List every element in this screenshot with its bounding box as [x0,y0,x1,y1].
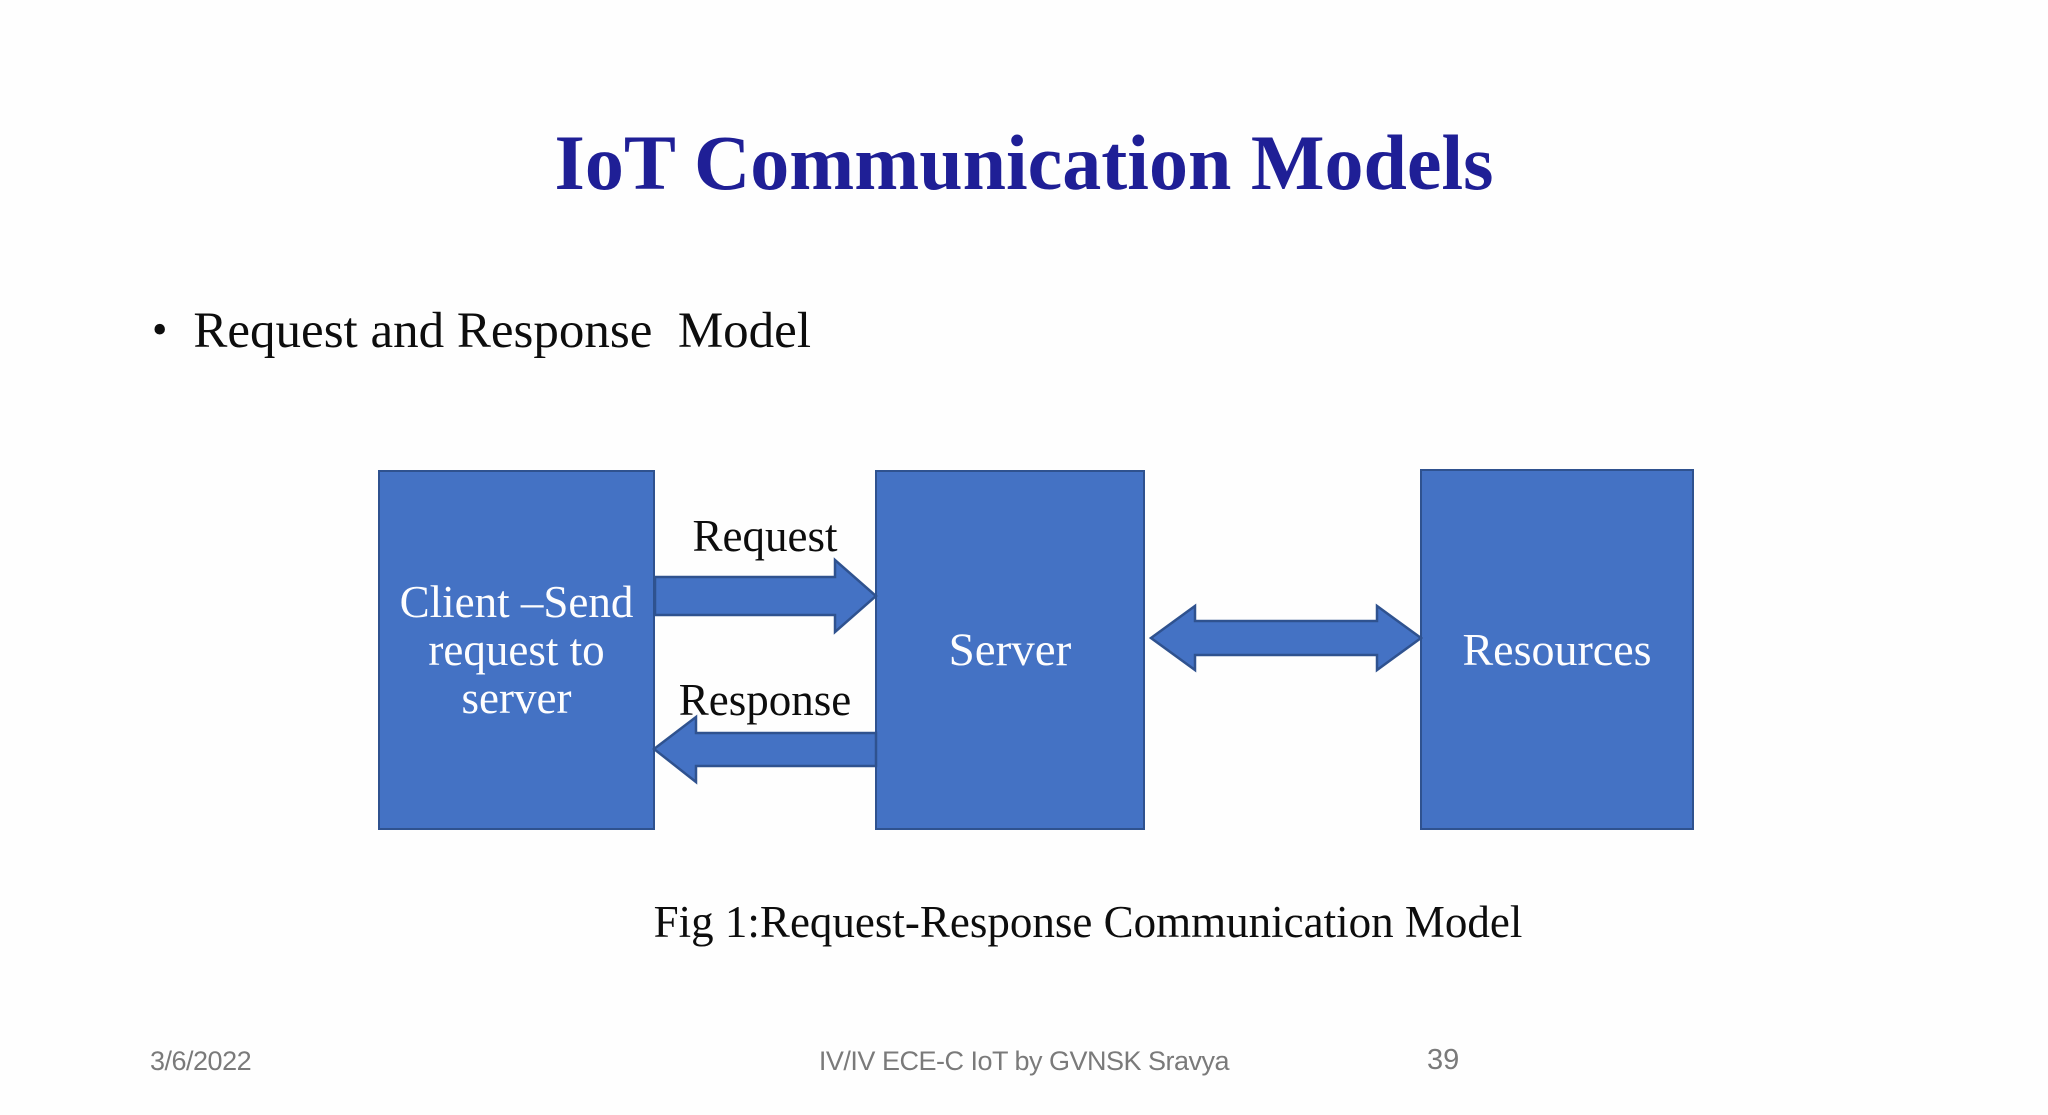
request-arrow-icon [653,557,878,635]
request-label: Request [692,511,838,561]
response-label: Response [678,675,852,725]
resources-box-label: Resources [1462,624,1652,675]
client-box-label: Client –Send request to server [399,577,634,723]
bullet-marker: • [152,305,168,354]
bullet-text: Request and Response Model [193,303,811,359]
client-box: Client –Send request to server [378,470,655,830]
bullet-line: • Request and Response Model [152,302,811,360]
server-box-label: Server [948,624,1072,676]
figure-caption: Fig 1:Request-Response Communication Mod… [653,897,1523,947]
slide-title: IoT Communication Models [554,119,1494,206]
server-box: Server [875,470,1145,830]
response-arrow-icon [652,714,878,785]
bidirectional-arrow-icon [1149,603,1423,673]
resources-box: Resources [1420,469,1694,830]
